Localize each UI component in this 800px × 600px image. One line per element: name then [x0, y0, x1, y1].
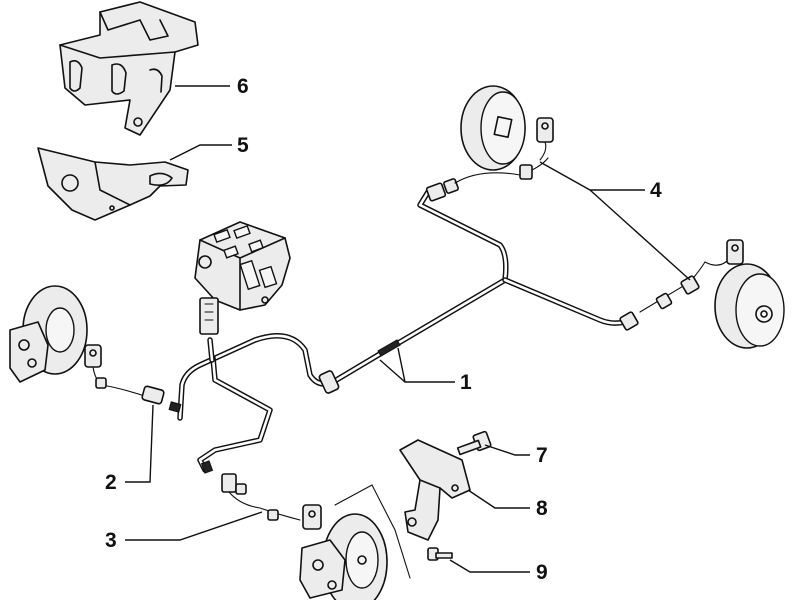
- front-right-disc-caliper: [299, 484, 411, 600]
- part-6-bracket: [59, 1, 199, 136]
- part-8-bracket: [399, 439, 471, 541]
- part-2-front-left-sensor: [84, 344, 182, 413]
- callout-9: 9: [536, 561, 548, 584]
- abs-control-unit: [194, 221, 291, 311]
- part-7-bolt: [456, 430, 492, 456]
- callout-3: 3: [105, 529, 117, 552]
- callout-2: 2: [105, 471, 117, 494]
- callout-5: 5: [237, 134, 249, 157]
- leader-lines: [125, 85, 691, 573]
- part-3-front-right-sensor: [221, 473, 322, 530]
- callout-1: 1: [460, 371, 472, 394]
- callout-7: 7: [536, 444, 548, 467]
- part-4-rear-sensors: [425, 117, 744, 331]
- callout-4: 4: [650, 179, 662, 202]
- rear-hub-lower: [714, 263, 785, 349]
- rear-hub-upper: [460, 85, 526, 171]
- front-left-disc-caliper: [9, 285, 88, 383]
- callout-6: 6: [237, 75, 249, 98]
- callout-8: 8: [536, 497, 548, 520]
- part-9-bolt: [427, 547, 453, 561]
- part-5-plate-bracket: [37, 147, 189, 221]
